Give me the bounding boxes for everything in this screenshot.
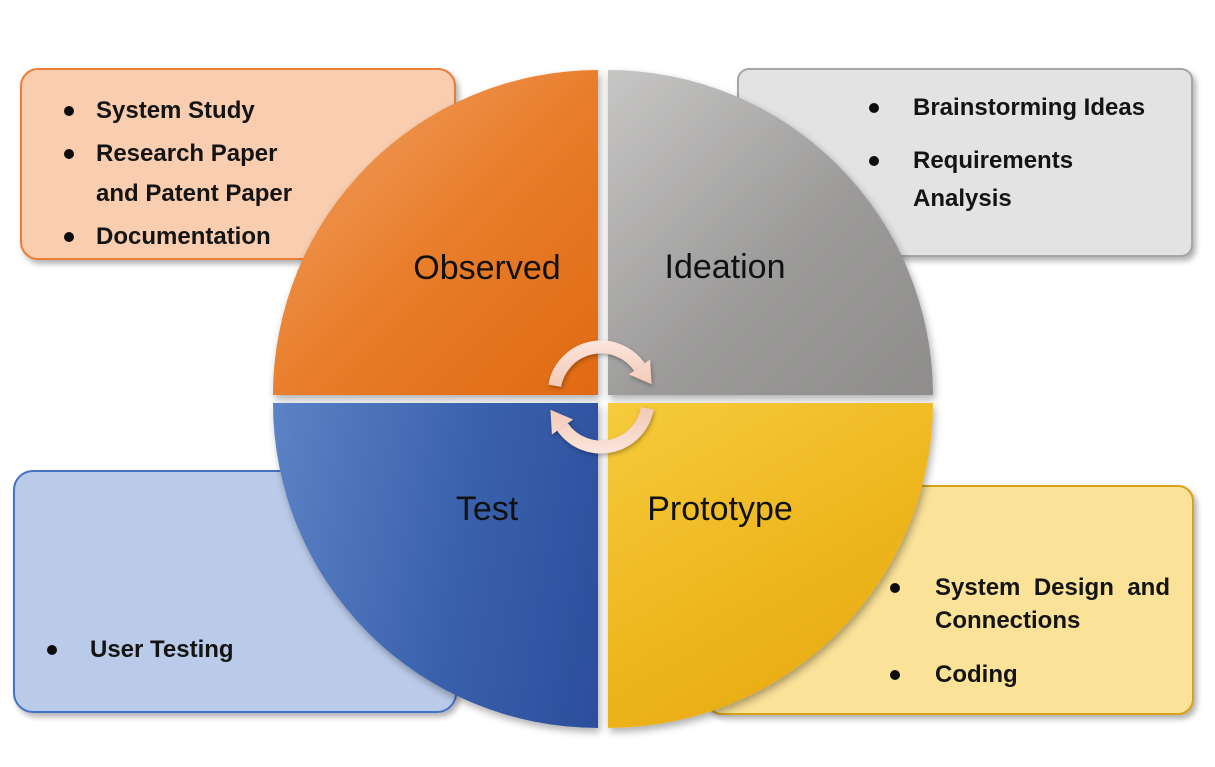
callout-prototype-list: System Design and Connections Coding	[890, 571, 1170, 691]
bullet-dot-icon	[47, 645, 57, 655]
arrow-bottom-icon	[550, 406, 654, 454]
quadrant-label-observed: Observed	[413, 249, 561, 287]
list-item-text: Research Paper and Patent Paper	[96, 140, 293, 207]
callout-ideation-list: Brainstorming Ideas Requirements Analysi…	[869, 89, 1175, 218]
bullet-dot-icon	[64, 149, 74, 159]
callout-test-list: User Testing	[47, 630, 439, 670]
list-item-text: Brainstorming Ideas	[913, 94, 1146, 121]
quadrant-label-test: Test	[455, 490, 519, 528]
list-item-text: System Design and Connections	[935, 574, 1170, 634]
list-item: Coding	[890, 658, 1170, 691]
callout-observed-list: System Study Research Paper and Patent P…	[64, 91, 438, 257]
list-item: System Study	[64, 91, 438, 131]
list-item-text: User Testing	[90, 636, 234, 663]
list-item: System Design and Connections	[890, 571, 1170, 637]
arrow-top-icon	[548, 340, 652, 388]
bullet-dot-icon	[890, 583, 900, 593]
list-item: Brainstorming Ideas	[869, 89, 1175, 127]
bullet-dot-icon	[64, 106, 74, 116]
list-item: User Testing	[47, 630, 439, 670]
list-item: Research Paper and Patent Paper	[64, 134, 438, 214]
list-item-text: Coding	[935, 661, 1018, 688]
list-item-text: System Study	[96, 97, 255, 124]
list-item: Requirements Analysis	[869, 142, 1175, 218]
quadrant-label-ideation: Ideation	[664, 248, 786, 286]
list-item-text: Documentation	[96, 223, 271, 250]
bullet-dot-icon	[64, 232, 74, 242]
quadrant-label-prototype: Prototype	[647, 490, 793, 528]
list-item: Documentation	[64, 217, 438, 257]
bullet-dot-icon	[890, 670, 900, 680]
bullet-dot-icon	[869, 103, 879, 113]
list-item-text: Requirements Analysis	[913, 147, 1074, 212]
bullet-dot-icon	[869, 156, 879, 166]
